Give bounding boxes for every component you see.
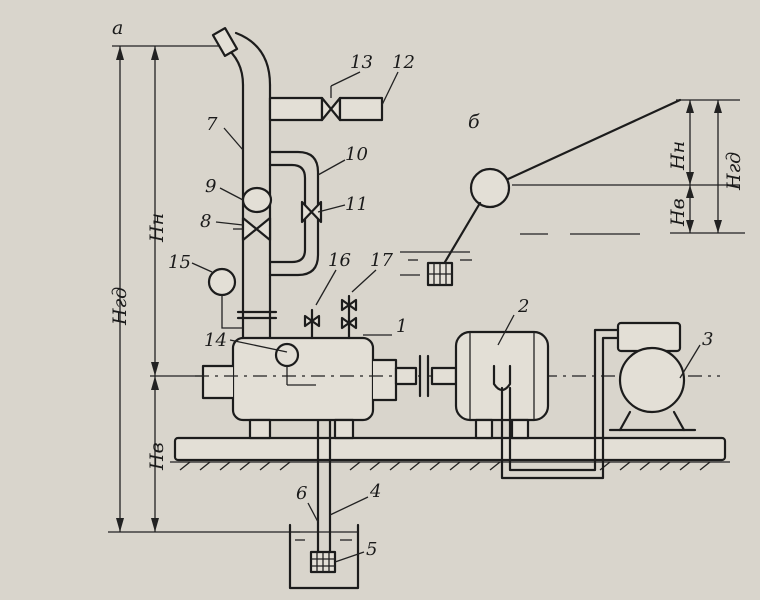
callout-16: 16 (328, 250, 351, 271)
check-valve (241, 186, 273, 214)
callout-9: 9 (205, 176, 216, 197)
callout-15: 15 (168, 252, 191, 273)
strainer-foot-valve (309, 550, 337, 574)
inset-discharge-head-label: Нн (667, 141, 689, 171)
discharge-pipe (211, 27, 278, 340)
callout-1: 1 (396, 316, 407, 337)
callout-10: 10 (345, 144, 368, 165)
callout-3: 3 (702, 329, 713, 350)
callout-12: 12 (392, 52, 415, 73)
callout-4: 4 (369, 481, 381, 502)
suction-head-label: Нв (146, 442, 168, 471)
branch-pipe-12 (268, 86, 384, 122)
inset-suction-head-label: Нв (667, 198, 689, 227)
pressure-gauge (207, 267, 243, 329)
panel-letter-b: б (468, 111, 480, 133)
height-dimension-lines (108, 45, 300, 533)
callout-6: 6 (296, 483, 307, 504)
petcock-valve-16 (303, 308, 321, 340)
electric-motor (454, 330, 550, 440)
vacuum-gauge (274, 342, 316, 386)
inset-suction-scheme (400, 98, 745, 287)
corner-letter-a: a (112, 17, 123, 39)
callout-14: 14 (204, 330, 227, 351)
callout-5: 5 (366, 539, 377, 560)
inset-total-head-label: Нгд (723, 152, 745, 191)
callout-7: 7 (206, 114, 218, 135)
callout-2: 2 (517, 296, 529, 317)
callout-8: 8 (200, 211, 211, 232)
gate-valve (233, 216, 272, 242)
total-head-label: Нгд (109, 287, 131, 326)
callout-13: 13 (350, 52, 373, 73)
vacuum-pump (500, 321, 697, 480)
pump-casing (195, 336, 720, 440)
discharge-head-label: Нн (146, 213, 168, 243)
petcock-valve-17 (340, 294, 358, 340)
suction-tank (288, 523, 360, 590)
callout-11: 11 (345, 194, 368, 215)
bypass-valve (300, 200, 323, 224)
coupling (394, 354, 458, 398)
callout-leaders (191, 71, 701, 563)
callout-17: 17 (370, 250, 393, 271)
foundation (170, 436, 730, 471)
